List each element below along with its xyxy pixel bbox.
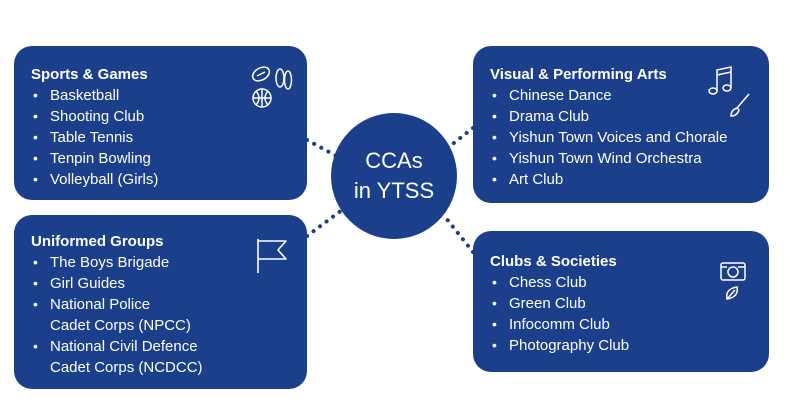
uniformed-groups-heading: Uniformed Groups: [31, 233, 164, 250]
list-item: Green Club: [490, 293, 629, 314]
list-item: Chess Club: [490, 272, 629, 293]
list-item: Cadet Corps (NCDCC): [50, 359, 203, 376]
list-item: Chinese Dance: [490, 85, 727, 106]
list-item: Volleyball (Girls): [31, 169, 158, 190]
uniformed-groups-box: Uniformed Groups The Boys Brigade Girl G…: [14, 215, 307, 389]
visual-performing-arts-box: Visual & Performing Arts Chinese Dance D…: [473, 46, 769, 203]
list-item: Infocomm Club: [490, 314, 629, 335]
center-title: CCAs in YTSS: [353, 148, 435, 203]
list-item: The Boys Brigade: [31, 252, 203, 273]
list-item: Table Tennis: [31, 127, 158, 148]
sports-games-list: Basketball Shooting Club Table Tennis Te…: [31, 85, 158, 190]
list-item: Art Club: [490, 169, 727, 190]
sports-balls-icon: [251, 66, 293, 108]
center-circle: CCAs in YTSS: [331, 113, 457, 239]
list-item: Shooting Club: [31, 106, 158, 127]
list-item: National Civil Defence: [31, 336, 203, 357]
list-item: Photography Club: [490, 335, 629, 356]
clubs-societies-list: Chess Club Green Club Infocomm Club Phot…: [490, 272, 629, 356]
visual-performing-arts-heading: Visual & Performing Arts: [490, 66, 667, 83]
list-item: Drama Club: [490, 106, 727, 127]
sports-games-box: Sports & Games Basketball Shooting Club …: [14, 46, 307, 200]
clubs-societies-heading: Clubs & Societies: [490, 253, 617, 270]
music-brush-icon: [708, 66, 750, 117]
list-item: Yishun Town Voices and Chorale: [490, 127, 727, 148]
connector-clubs: [444, 216, 475, 254]
visual-performing-arts-list: Chinese Dance Drama Club Yishun Town Voi…: [490, 85, 727, 190]
sports-games-heading: Sports & Games: [31, 66, 148, 83]
list-item: Yishun Town Wind Orchestra: [490, 148, 727, 169]
connector-uniformed: [305, 208, 344, 238]
list-item: Tenpin Bowling: [31, 148, 158, 169]
clubs-societies-box: Clubs & Societies Chess Club Green Club …: [473, 231, 769, 372]
list-item: Cadet Corps (NPCC): [50, 317, 191, 334]
connector-arts: [443, 126, 475, 152]
list-item: National Police: [31, 294, 203, 315]
list-item: Basketball: [31, 85, 158, 106]
camera-leaf-icon: [720, 262, 746, 300]
uniformed-groups-list: The Boys Brigade Girl Guides National Po…: [31, 252, 203, 378]
list-item: Girl Guides: [31, 273, 203, 294]
flag-icon: [257, 239, 287, 273]
